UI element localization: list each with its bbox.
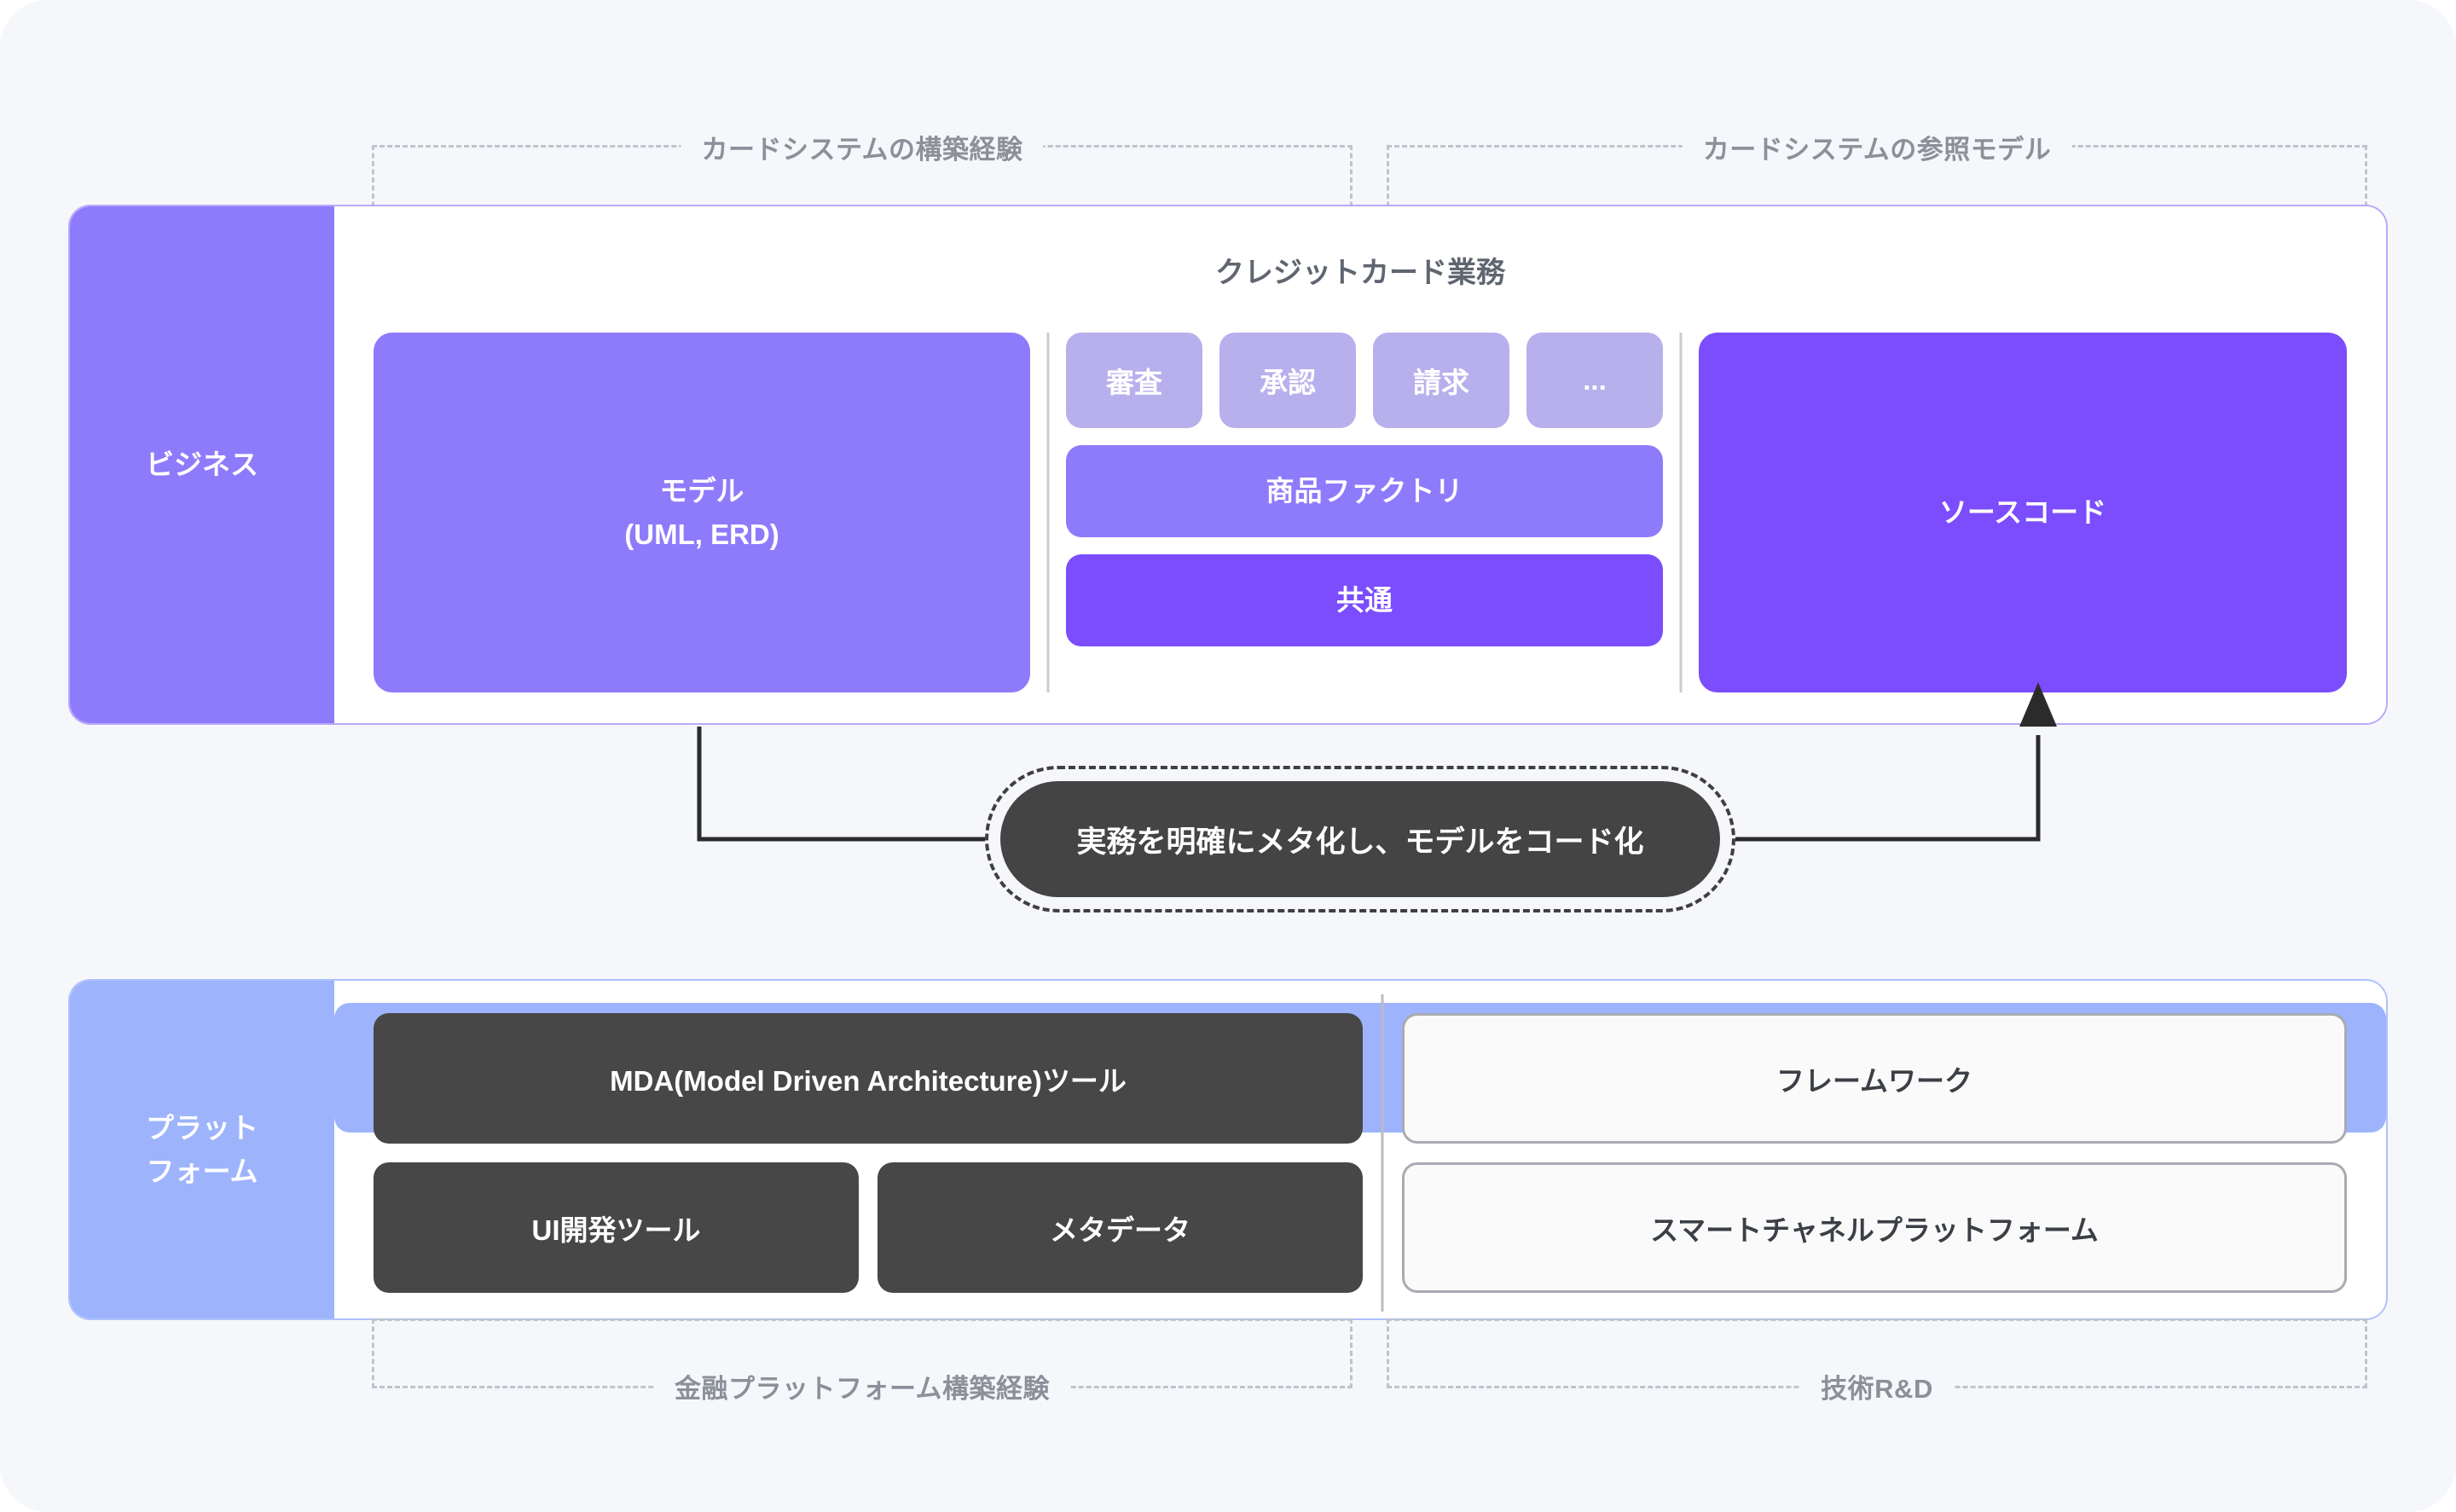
platform-row2-left: UI開発ツール メタデータ	[374, 1162, 1363, 1293]
band-card-system-reference-model: カードシステムの参照モデル	[1387, 128, 2367, 215]
common-bar[interactable]: 共通	[1066, 554, 1663, 646]
business-column-model: モデル (UML, ERD)	[374, 333, 1030, 692]
model-card-line1: モデル	[659, 474, 744, 507]
ui-dev-tool-card[interactable]: UI開発ツール	[374, 1162, 859, 1293]
platform-grid: MDA(Model Driven Architecture)ツール フレームワー…	[374, 1013, 2347, 1293]
platform-sidebar: プラット フォーム	[70, 981, 334, 1318]
platform-body-inner: MDA(Model Driven Architecture)ツール フレームワー…	[334, 981, 2386, 1318]
platform-divider-2	[1363, 1162, 1402, 1293]
business-body: クレジットカード業務 モデル (UML, ERD) 審査 承認 請求 ...	[334, 206, 2386, 723]
business-divider-left	[1030, 333, 1066, 692]
platform-divider	[1363, 1013, 1402, 1144]
business-grid: モデル (UML, ERD) 審査 承認 請求 ... 商品ファクトリ 共通	[374, 333, 2347, 692]
platform-row-1: MDA(Model Driven Architecture)ツール フレームワー…	[374, 1013, 2347, 1144]
platform-sidebar-label-line1: プラット	[146, 1111, 258, 1144]
chip-approval[interactable]: 承認	[1219, 333, 1356, 428]
band-label-top-right: カードシステムの参照モデル	[1682, 128, 2072, 166]
band-technology-rd: 技術R&D	[1387, 1318, 2367, 1405]
chip-billing[interactable]: 請求	[1373, 333, 1509, 428]
business-title: クレジットカード業務	[1215, 257, 1505, 289]
platform-layer: プラット フォーム MDA(Model Driven Architecture)…	[68, 979, 2388, 1320]
platform-body: MDA(Model Driven Architecture)ツール フレームワー…	[334, 981, 2386, 1318]
platform-row2-right: スマートチャネルプラットフォーム	[1402, 1162, 2347, 1293]
chip-screening[interactable]: 審査	[1066, 333, 1202, 428]
business-sidebar: ビジネス	[70, 206, 334, 723]
band-label-bottom-left: 金融プラットフォーム構築経験	[653, 1367, 1071, 1405]
platform-row1-right: フレームワーク	[1402, 1013, 2347, 1144]
business-divider-right	[1663, 333, 1699, 692]
business-chip-row: 審査 承認 請求 ...	[1066, 333, 1663, 428]
band-finance-platform-experience: 金融プラットフォーム構築経験	[372, 1318, 1353, 1405]
business-sidebar-label: ビジネス	[146, 449, 258, 481]
business-layer: ビジネス クレジットカード業務 モデル (UML, ERD) 審査 承認 請求	[68, 205, 2388, 725]
model-card[interactable]: モデル (UML, ERD)	[374, 333, 1030, 692]
platform-row1-left: MDA(Model Driven Architecture)ツール	[374, 1013, 1363, 1144]
business-column-middle: 審査 承認 請求 ... 商品ファクトリ 共通	[1066, 333, 1663, 692]
platform-sidebar-label-line2: フォーム	[146, 1156, 258, 1187]
mda-tool-card[interactable]: MDA(Model Driven Architecture)ツール	[374, 1013, 1363, 1144]
platform-row-2: UI開発ツール メタデータ スマートチャネルプラットフォーム	[374, 1162, 2347, 1293]
band-label-top-left: カードシステムの構築経験	[681, 128, 1044, 166]
chip-more[interactable]: ...	[1526, 333, 1663, 428]
callout-pill: 実務を明確にメタ化し、モデルをコード化	[1000, 781, 1720, 897]
model-card-line2: (UML, ERD)	[624, 518, 779, 550]
band-label-bottom-right: 技術R&D	[1800, 1367, 1954, 1405]
framework-card[interactable]: フレームワーク	[1402, 1013, 2347, 1144]
smart-channel-platform-card[interactable]: スマートチャネルプラットフォーム	[1402, 1162, 2347, 1293]
metadata-card[interactable]: メタデータ	[878, 1162, 1363, 1293]
product-factory-bar[interactable]: 商品ファクトリ	[1066, 445, 1663, 537]
business-column-source: ソースコード	[1699, 333, 2347, 692]
source-code-card[interactable]: ソースコード	[1699, 333, 2347, 692]
callout-outline: 実務を明確にメタ化し、モデルをコード化	[985, 766, 1735, 912]
